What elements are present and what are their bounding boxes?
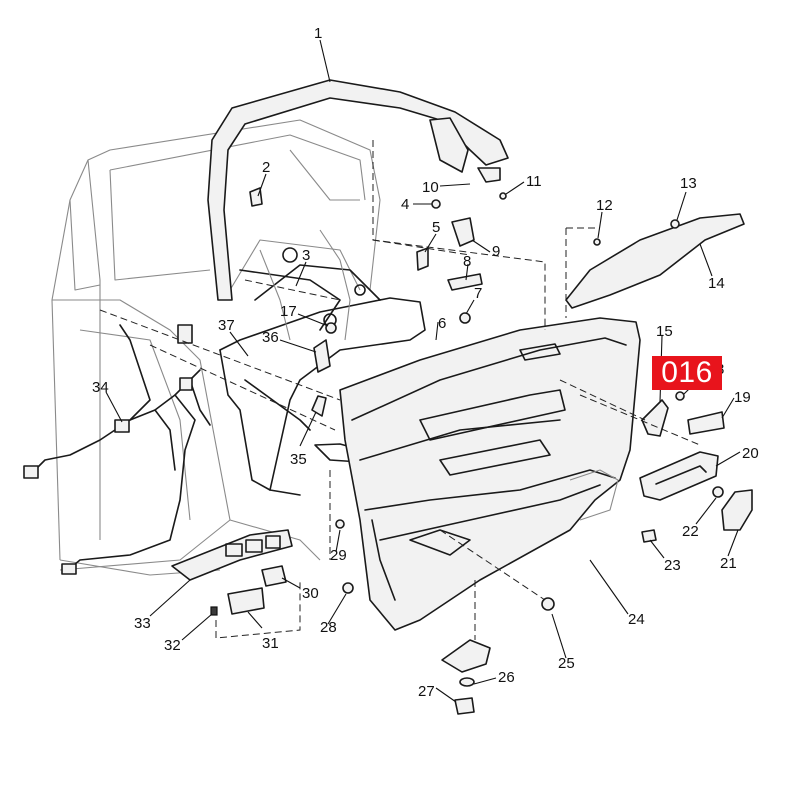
callout-11: 11 — [526, 173, 542, 190]
part-8-bracket — [447, 273, 483, 291]
part-30-switch — [261, 565, 287, 587]
callout-19: 19 — [734, 389, 751, 406]
part-32-clip — [210, 606, 218, 616]
part-25-fastener — [541, 597, 555, 611]
callout-32: 32 — [164, 637, 181, 654]
callout-25: 25 — [558, 655, 575, 672]
callout-27: 27 — [418, 683, 435, 700]
callout-34: 34 — [92, 379, 109, 396]
part-15-bracket — [641, 399, 669, 437]
callout-35: 35 — [290, 451, 307, 468]
callout-33: 33 — [134, 615, 151, 632]
part-22-fastener — [712, 486, 724, 498]
leader-lines — [105, 39, 741, 703]
part-23-clip — [641, 529, 657, 543]
part-35-clip — [311, 395, 327, 417]
callout-5: 5 — [432, 219, 440, 236]
callout-2: 2 — [262, 159, 270, 176]
part-20-pull-handle — [639, 451, 719, 501]
part-19-switch — [687, 411, 725, 435]
callout-6: 6 — [438, 315, 446, 332]
callout-labels: 1 2 3 4 5 6 7 8 9 10 11 12 13 14 15 17 8… — [92, 25, 759, 700]
callout-29: 29 — [330, 547, 347, 564]
part-28-fastener — [342, 582, 354, 594]
callout-10: 10 — [422, 179, 439, 196]
callout-21: 21 — [720, 555, 737, 572]
callout-28: 28 — [320, 619, 337, 636]
part-29-fastener — [335, 519, 345, 529]
callout-13: 13 — [680, 175, 697, 192]
part-34-wiring-harness — [23, 324, 211, 575]
part-27-courtesy-lamp — [441, 639, 491, 715]
callout-20: 20 — [742, 445, 759, 462]
callout-37: 37 — [218, 317, 235, 334]
part-17-fastener — [325, 322, 337, 334]
part-7-fastener — [459, 312, 471, 324]
part-24-door-trim-panel — [339, 317, 641, 631]
part-9-bracket — [451, 217, 475, 247]
part-31-switch-assembly — [227, 587, 265, 615]
callout-1: 1 — [314, 25, 322, 42]
callout-12: 12 — [596, 197, 613, 214]
callout-36: 36 — [262, 329, 279, 346]
part-21-speaker-grille — [721, 489, 753, 531]
callout-30: 30 — [302, 585, 319, 602]
part-4-fastener — [431, 199, 441, 209]
part-36-bracket — [313, 339, 331, 373]
callout-22: 22 — [682, 523, 699, 540]
assembly-lines — [99, 140, 701, 640]
part-12-fastener — [593, 238, 601, 246]
callout-4: 4 — [401, 196, 409, 213]
part-14-door-trim-top — [565, 213, 745, 309]
highlight-badge: 016 — [652, 356, 722, 390]
part-11-fastener — [499, 192, 507, 200]
part-26-seal — [459, 677, 475, 687]
callout-23: 23 — [664, 557, 681, 574]
part-1-door-frame-molding — [207, 79, 509, 301]
callout-7: 7 — [474, 285, 482, 302]
vehicle-body-outline — [51, 119, 381, 576]
part-18-fastener — [675, 391, 685, 401]
callout-24: 24 — [628, 611, 645, 628]
callout-8: 8 — [463, 253, 471, 270]
callout-31: 31 — [262, 635, 279, 652]
part-13-fastener — [670, 219, 680, 229]
fasteners — [249, 187, 725, 687]
callout-26: 26 — [498, 669, 515, 686]
callout-9: 9 — [492, 243, 500, 260]
part-5-bracket — [416, 247, 429, 271]
callout-17: 17 — [280, 303, 297, 320]
callout-3: 3 — [302, 247, 310, 264]
callout-15: 15 — [656, 323, 673, 340]
callout-14: 14 — [708, 275, 725, 292]
